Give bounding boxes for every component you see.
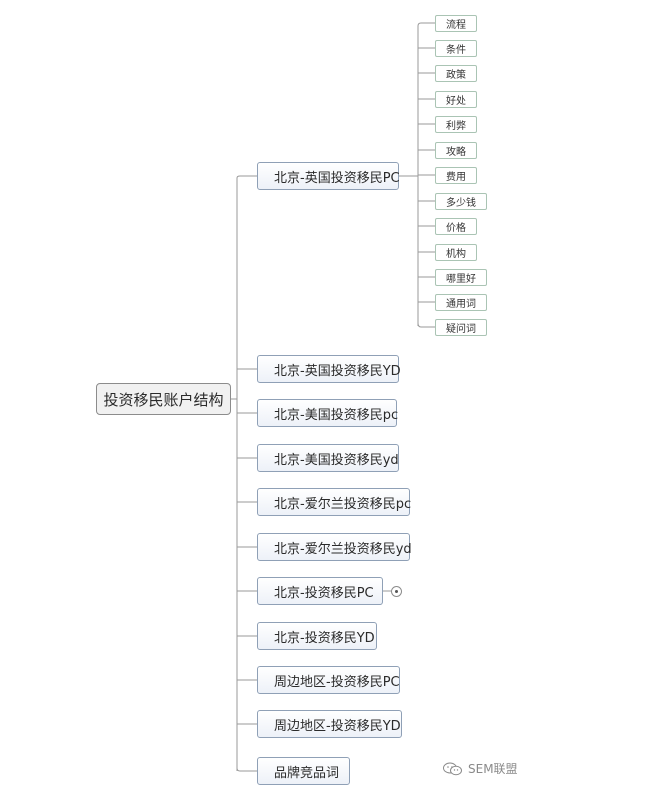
branch-node-beijing-pc[interactable]: 北京-投资移民PC bbox=[257, 577, 383, 605]
collapse-toggle-icon[interactable] bbox=[391, 586, 402, 597]
branch-node-nearby-pc[interactable]: 周边地区-投资移民PC bbox=[257, 666, 400, 694]
leaf-node-generic-words[interactable]: 通用词 bbox=[435, 294, 487, 311]
branch-node-uk-yd[interactable]: 北京-英国投资移民YD bbox=[257, 355, 401, 383]
leaf-node-agency[interactable]: 机构 bbox=[435, 244, 477, 261]
branch-connector bbox=[236, 767, 257, 772]
branch-connector bbox=[236, 175, 257, 179]
branch-node-ireland-pc[interactable]: 北京-爱尔兰投资移民pc bbox=[257, 488, 411, 516]
root-node[interactable]: 投资移民账户结构 bbox=[96, 383, 231, 415]
leaf-connector bbox=[417, 322, 435, 328]
branch-node-ireland-yd[interactable]: 北京-爱尔兰投资移民yd bbox=[257, 533, 412, 561]
watermark-text: SEM联盟 bbox=[468, 762, 518, 776]
leaf-node-fees[interactable]: 费用 bbox=[435, 167, 477, 184]
branch-node-us-pc[interactable]: 北京-美国投资移民pc bbox=[257, 399, 398, 427]
leaf-node-guide[interactable]: 攻略 bbox=[435, 142, 477, 159]
leaf-node-process[interactable]: 流程 bbox=[435, 15, 477, 32]
leaf-node-conditions[interactable]: 条件 bbox=[435, 40, 477, 57]
leaf-node-how-much[interactable]: 多少钱 bbox=[435, 193, 487, 210]
leaf-node-price[interactable]: 价格 bbox=[435, 218, 477, 235]
branch-node-us-yd[interactable]: 北京-美国投资移民yd bbox=[257, 444, 399, 472]
branch-node-uk-pc[interactable]: 北京-英国投资移民PC bbox=[257, 162, 400, 190]
leaf-node-policy[interactable]: 政策 bbox=[435, 65, 477, 82]
wechat-icon bbox=[443, 762, 462, 775]
leaf-node-question-words[interactable]: 疑问词 bbox=[435, 319, 487, 336]
branch-node-beijing-yd[interactable]: 北京-投资移民YD bbox=[257, 622, 377, 650]
watermark: SEM联盟 bbox=[443, 760, 518, 777]
leaf-node-pros-cons[interactable]: 利弊 bbox=[435, 116, 477, 133]
leaf-connector bbox=[417, 22, 435, 27]
leaf-node-which-better[interactable]: 哪里好 bbox=[435, 269, 487, 286]
leaf-node-benefits[interactable]: 好处 bbox=[435, 91, 477, 108]
branch-node-nearby-yd[interactable]: 周边地区-投资移民YD bbox=[257, 710, 402, 738]
branch-node-brand-competitor[interactable]: 品牌竞品词 bbox=[257, 757, 350, 785]
